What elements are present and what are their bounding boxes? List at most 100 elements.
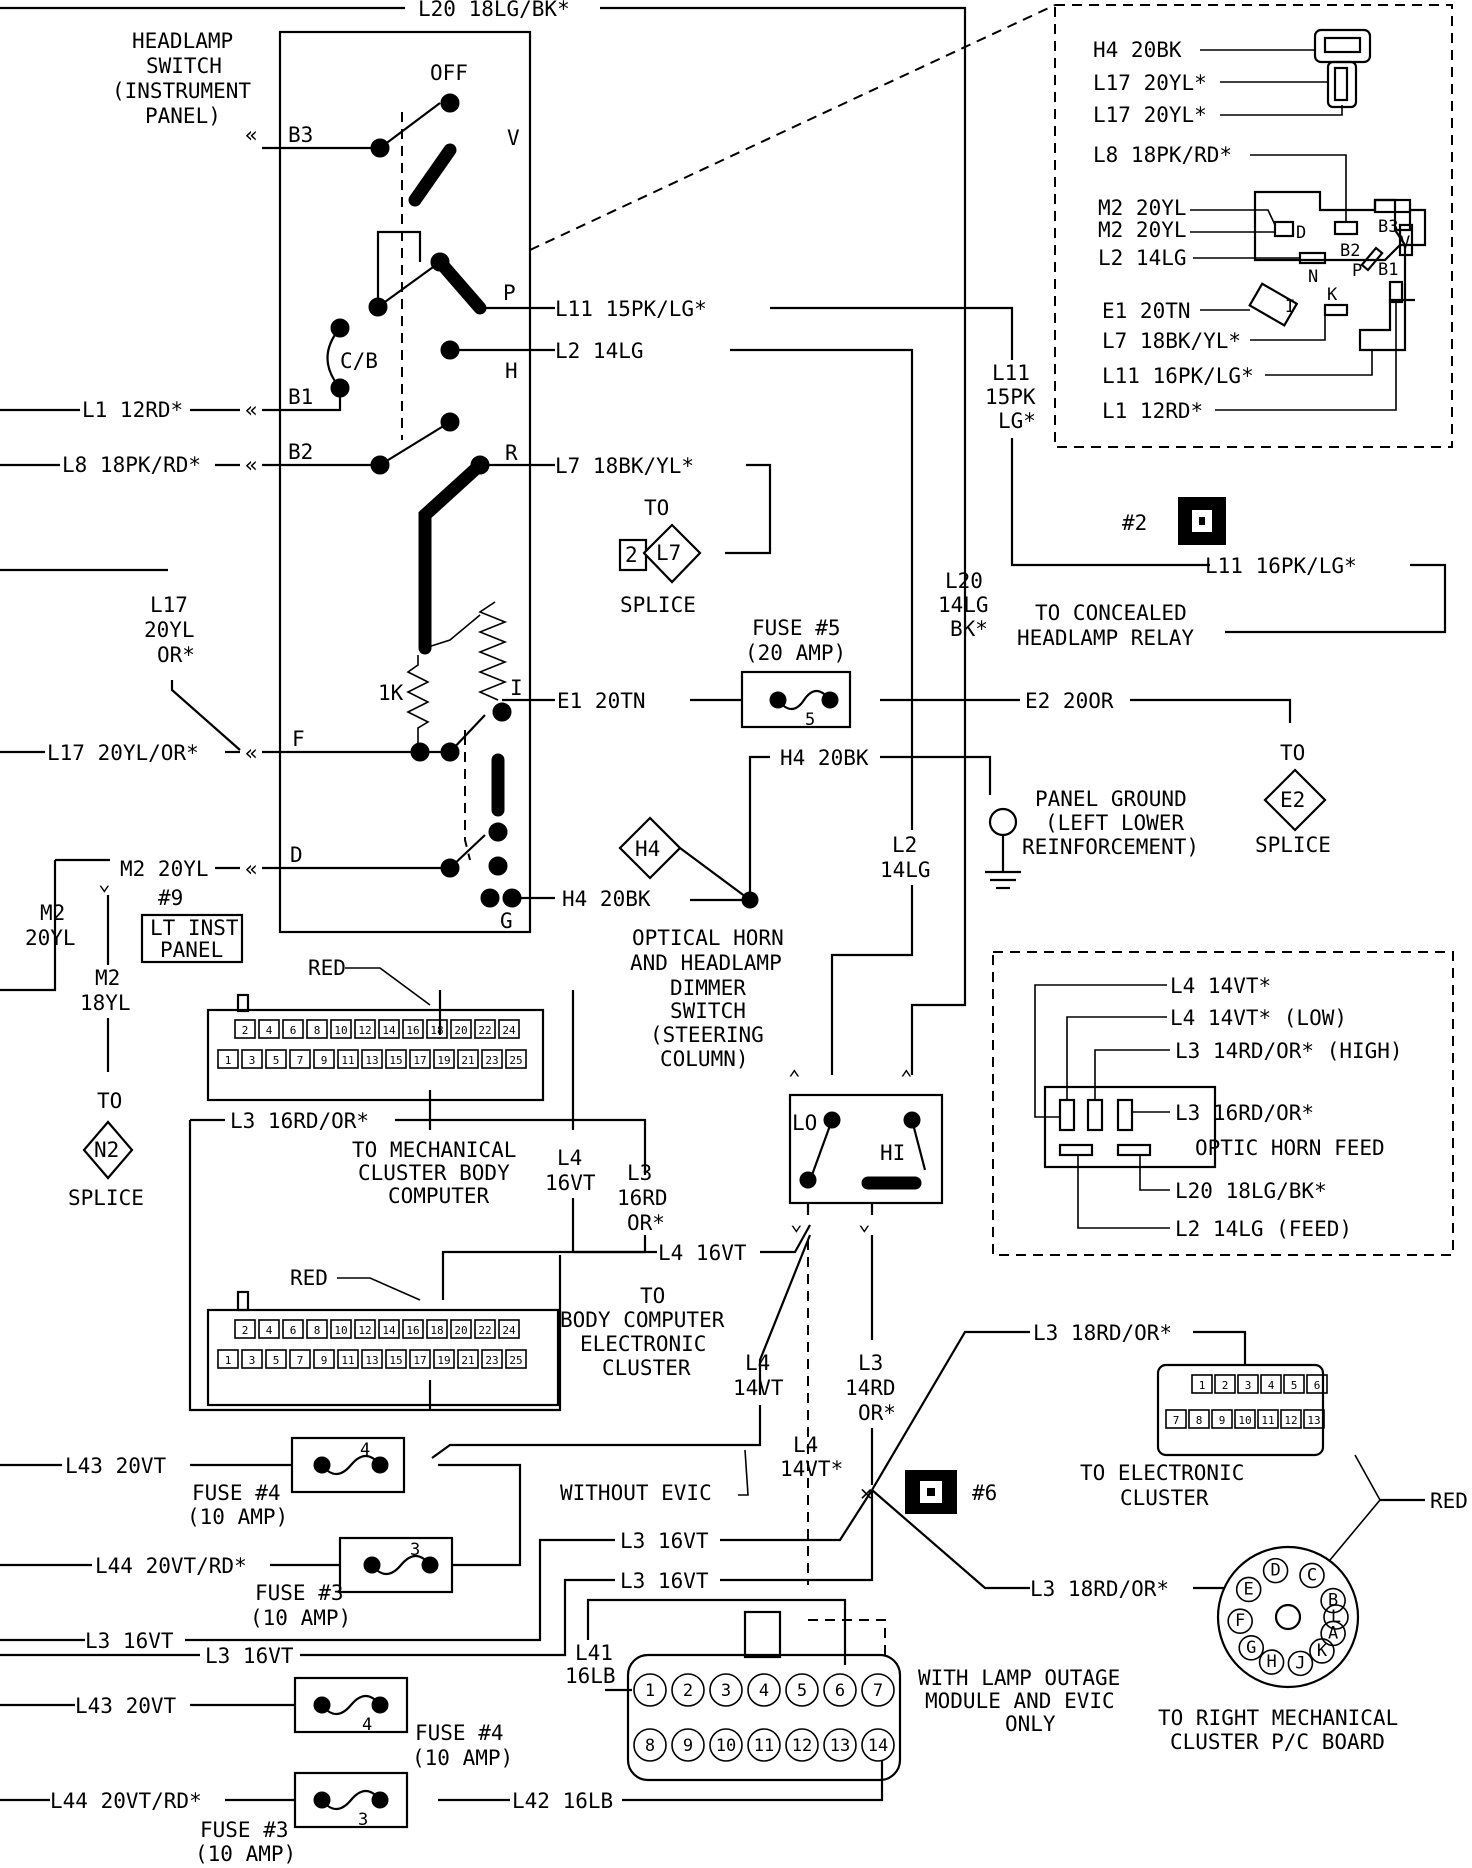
switch-blade-b2	[379, 421, 451, 466]
chevron-f: «	[245, 741, 258, 765]
switch-blade-d	[449, 834, 486, 869]
inset-pin-d-box	[1273, 220, 1295, 238]
switch-off-label: OFF	[430, 61, 468, 85]
body-top-pin-10	[330, 1319, 352, 1339]
wire-cb-link	[376, 230, 422, 307]
ec-bot-pin-label: 10	[1238, 1414, 1251, 1427]
optic-wire-6: L2 14LG (FEED)	[1175, 1217, 1352, 1241]
mech-top-pin-6	[282, 1019, 304, 1039]
round-pin-label: K	[1317, 1641, 1328, 1661]
round-pin-label: C	[1307, 1565, 1317, 1585]
inset-wire-label: L17 20YL*	[1093, 103, 1207, 127]
body-top-pin-4	[258, 1319, 280, 1339]
inset-pin-p-box	[1360, 246, 1384, 272]
splice-n2-label: N2	[94, 1138, 119, 1162]
mech-bot-pin-label: 23	[485, 1054, 498, 1067]
splice-l7-box	[618, 538, 648, 572]
ec-bot-pin-13	[1303, 1409, 1325, 1429]
red-label-3: RED	[1430, 1489, 1468, 1513]
body-bot-pin-label: 17	[413, 1354, 426, 1367]
mech-bot-pin-label: 7	[297, 1054, 304, 1067]
body-bot-pin-label: 19	[437, 1354, 450, 1367]
wire-label-l3-18rd-b: L3 18RD/OR*	[1030, 1577, 1169, 1601]
wire-l4-14vt-to-fuses	[431, 1405, 762, 1459]
mech-top-pin-label: 12	[358, 1024, 371, 1037]
wire-label-l42: L42 16LB	[512, 1789, 613, 1813]
pin-h: H	[505, 359, 518, 383]
body-bot-pin-label: 5	[273, 1354, 280, 1367]
switch-blade-p	[377, 261, 441, 308]
h4-node-diamond	[618, 816, 682, 880]
red-label-2: RED	[290, 1266, 328, 1290]
ground-eyelet	[988, 807, 1018, 837]
mech-top-pin-label: 10	[334, 1024, 347, 1037]
fuse3a-label: FUSE #3 (10 AMP)	[250, 1581, 356, 1630]
round-pin-K	[1309, 1638, 1335, 1664]
ec-bot-pin-7	[1165, 1409, 1187, 1429]
body-bot-pin-label: 15	[389, 1354, 402, 1367]
mech-bot-pin-label: 1	[225, 1054, 232, 1067]
pin-r: R	[505, 441, 518, 465]
inset-pin-p: P	[1352, 261, 1362, 281]
mech-bot-pin-5	[265, 1049, 287, 1069]
wire-label-l8: L8 18PK/RD*	[62, 453, 201, 477]
body-bot-pin-label: 25	[509, 1354, 522, 1367]
mech-top-pin-label: 2	[242, 1024, 249, 1037]
h4-node-label: H4	[635, 837, 660, 861]
outage-top-pin-label: 4	[759, 1681, 769, 1701]
contact-g1	[480, 888, 500, 908]
body-top-pin-label: 10	[334, 1324, 347, 1337]
inset-pin-k-box	[1323, 303, 1349, 317]
ec-bot-pin-label: 9	[1219, 1414, 1226, 1427]
lamp-outage-shell	[626, 1653, 902, 1782]
wire-label-l3-16vt-a: L3 16VT	[85, 1629, 174, 1653]
fuse3a-element	[371, 1554, 431, 1576]
panel-ground-label: PANEL GROUND (LEFT LOWER REINFORCEMENT)	[1022, 787, 1199, 859]
pin-d: D	[290, 843, 303, 867]
wire-label-l43b: L43 20VT	[75, 1694, 177, 1718]
fuse3a-num: 3	[410, 1540, 420, 1560]
inset-wire-label: M2 20YL	[1098, 218, 1187, 242]
rheostat-i	[477, 601, 508, 701]
body-bot-pin-label: 11	[341, 1354, 354, 1367]
chevron-b3: «	[245, 123, 258, 147]
ec-top-pin-label: 5	[1291, 1379, 1298, 1392]
fuse4a-num: 4	[360, 1440, 370, 1460]
mech-top-pin-label: 14	[382, 1024, 396, 1037]
fuse3b-label: FUSE #3 (10 AMP)	[195, 1818, 301, 1866]
red-arrow-1	[345, 967, 431, 1006]
mech-top-pin-label: 20	[454, 1024, 467, 1037]
wire-label-m2: M2 20YL	[120, 857, 209, 881]
ec-bot-pin-12	[1280, 1409, 1302, 1429]
lt-inst-panel-box	[140, 913, 244, 964]
wire-l3-16vt-a-run	[185, 1538, 615, 1642]
inset-pin-n-box	[1298, 251, 1327, 265]
mech-top-pin-8	[306, 1019, 328, 1039]
round-pin-label: F	[1235, 1611, 1245, 1631]
outage-top-pin-label: 5	[797, 1681, 807, 1701]
ec-top-pin-label: 6	[1314, 1379, 1321, 1392]
body-top-pin-6	[282, 1319, 304, 1339]
concealed-relay-label: TO CONCEALED HEADLAMP RELAY	[1017, 601, 1199, 650]
inset-pin-n: N	[1308, 267, 1318, 287]
wire-label-l3-16vt-d: L3 16VT	[205, 1644, 294, 1668]
fuse5-num: 5	[805, 710, 815, 730]
without-evic: WITHOUT EVIC	[560, 1481, 712, 1505]
body-top-pin-label: 6	[290, 1324, 297, 1337]
mech-top-pin-12	[354, 1019, 376, 1039]
body-bot-pin-label: 1	[225, 1354, 232, 1367]
wire-m2-down	[0, 860, 57, 992]
ec-top-pin-4	[1260, 1374, 1282, 1394]
body-bot-pin-5	[265, 1349, 287, 1369]
ref-6-icon-dot	[927, 1488, 935, 1496]
body-bot-pin-label: 9	[321, 1354, 328, 1367]
ref-6: #6	[972, 1481, 997, 1505]
cb-label: C/B	[340, 349, 378, 373]
mech-bot-pin-label: 11	[341, 1054, 354, 1067]
